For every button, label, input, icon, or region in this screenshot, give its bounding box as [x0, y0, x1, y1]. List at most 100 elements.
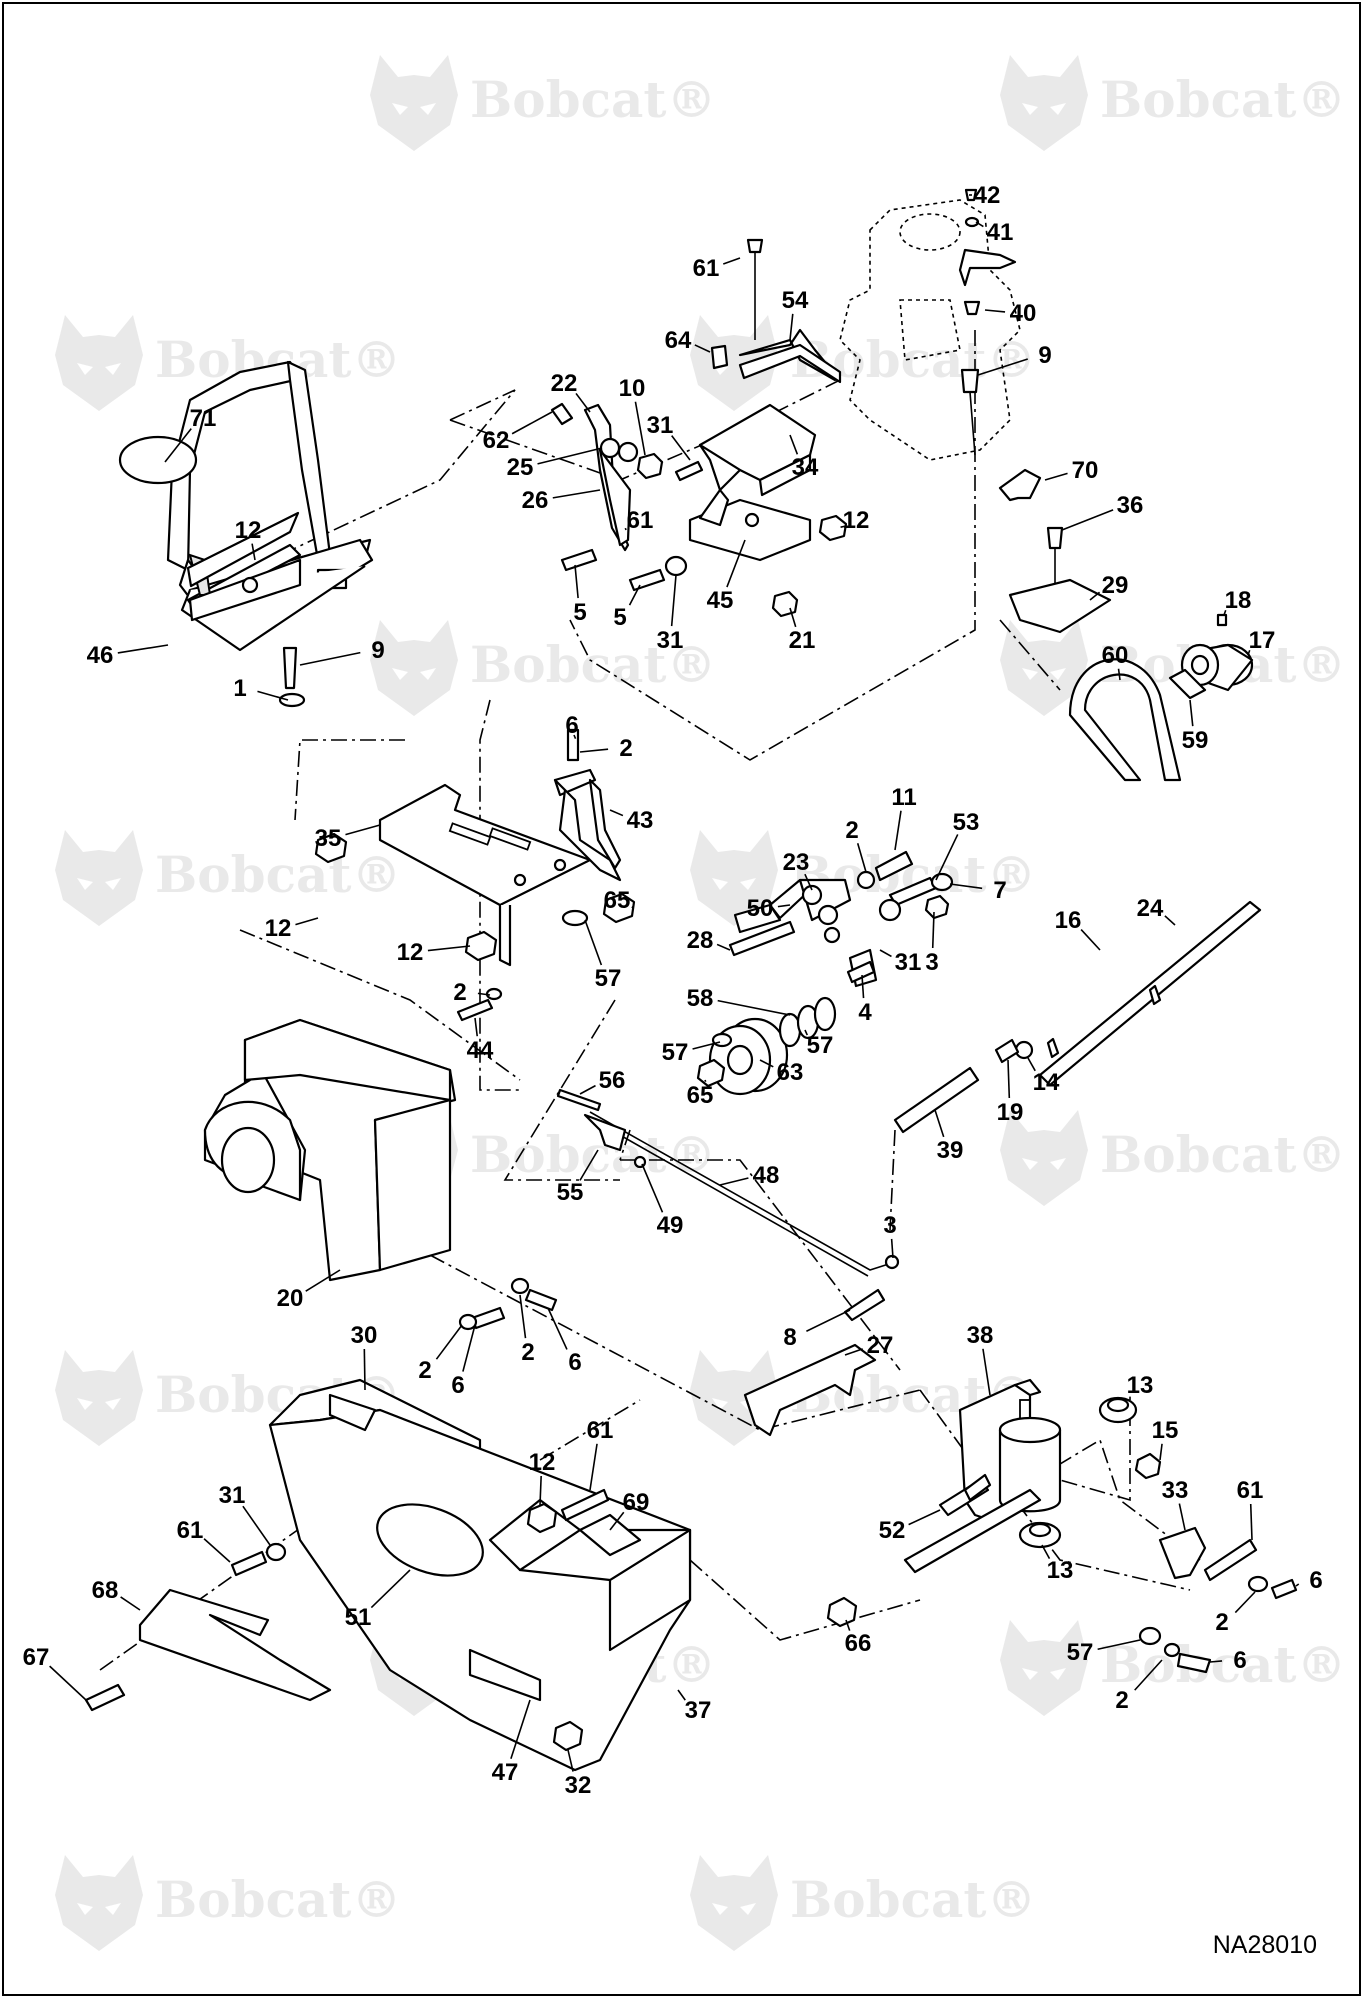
watermark-brand-text: Bobcat®	[470, 70, 717, 129]
callout-66: 66	[845, 1630, 872, 1657]
callout-71: 71	[190, 405, 217, 432]
washer-2-right	[510, 1277, 530, 1295]
washer-2-left	[458, 1313, 478, 1331]
bolt-9-top	[960, 368, 980, 394]
washer-2-a	[485, 987, 503, 1001]
callout-37: 37	[685, 1697, 712, 1724]
leader-line-15	[1159, 1443, 1163, 1461]
callout-28: 28	[687, 927, 714, 954]
callout-34: 34	[792, 454, 819, 481]
leader-line-12	[251, 543, 256, 561]
nut-65-b	[696, 1058, 726, 1088]
leader-line-16	[1080, 929, 1101, 951]
callout-58: 58	[687, 985, 714, 1012]
bolt-61-left	[230, 1550, 268, 1577]
nut-12-mid	[526, 1502, 558, 1534]
callout-8: 8	[783, 1324, 796, 1351]
leader-line-49	[641, 1163, 664, 1213]
bolt-44	[456, 998, 494, 1022]
watermark-logo: Bobcat®	[55, 830, 402, 926]
leader-line-31	[879, 949, 892, 958]
callout-39: 39	[937, 1137, 964, 1164]
callout-12: 12	[529, 1449, 556, 1476]
watermark-logo: Bobcat®	[1000, 55, 1347, 151]
callout-62: 62	[483, 427, 510, 454]
leader-line-12	[295, 917, 319, 926]
leader-line-12	[840, 525, 847, 528]
bracket-26	[583, 403, 632, 552]
bobcat-head-icon	[55, 1350, 143, 1446]
watermark-logo: Bobcat®	[370, 620, 717, 716]
callout-17: 17	[1249, 627, 1276, 654]
leader-line-48	[719, 1177, 749, 1186]
watermark-logo: Bobcat®	[370, 55, 717, 151]
bolt-28	[728, 920, 796, 957]
spacer-7b	[878, 898, 902, 922]
leader-line-65	[704, 1079, 707, 1083]
document-id: NA28010	[1212, 1931, 1317, 1959]
leader-line-27	[844, 1348, 863, 1356]
leader-line-58	[717, 999, 791, 1016]
callout-59: 59	[1182, 727, 1209, 754]
callout-63: 63	[777, 1059, 804, 1086]
leader-line-28	[716, 943, 731, 951]
leader-line-2	[1234, 1591, 1256, 1614]
leader-line-2	[519, 1294, 527, 1339]
watermark-logo: Bobcat®	[370, 1110, 717, 1206]
rod-48-b	[589, 1117, 869, 1277]
callout-61: 61	[1237, 1477, 1264, 1504]
watermark-logo: Bobcat®	[1000, 1110, 1347, 1206]
callout-13: 13	[1047, 1557, 1074, 1584]
callout-65: 65	[604, 887, 631, 914]
watermark-brand-text: Bobcat®	[790, 330, 1037, 389]
washer-57-c	[1138, 1626, 1162, 1646]
sleeve-39	[893, 1066, 980, 1134]
watermark-brand-text: Bobcat®	[155, 1870, 402, 1929]
callout-56: 56	[599, 1067, 626, 1094]
leader-line-40	[984, 309, 1006, 313]
spacer-7	[930, 872, 954, 892]
watermark-logo: Bobcat®	[1000, 1620, 1347, 1716]
spring-4	[846, 960, 876, 984]
leader-line-2	[477, 992, 491, 996]
nut-15	[1134, 1452, 1162, 1480]
leader-line-43	[609, 809, 624, 817]
panel-bolt	[241, 576, 259, 594]
callout-3: 3	[925, 949, 938, 976]
callout-61: 61	[587, 1417, 614, 1444]
nut-3-lower	[884, 1254, 900, 1270]
nut-40	[963, 300, 981, 316]
washer-58c	[813, 996, 837, 1032]
engine-ghost-outline	[839, 199, 1021, 461]
leader-line-1	[257, 690, 289, 701]
callout-23: 23	[783, 849, 810, 876]
callout-57: 57	[662, 1039, 689, 1066]
watermark-brand-text: Bobcat®	[1100, 70, 1347, 129]
leader-line-62	[511, 411, 553, 435]
leader-line-67	[49, 1665, 87, 1701]
callout-31: 31	[647, 412, 674, 439]
callout-31: 31	[657, 627, 684, 654]
leader-line-71	[164, 428, 192, 463]
leader-line-19	[1007, 1059, 1011, 1099]
leader-line-33	[1178, 1503, 1186, 1531]
leader-line-47	[510, 1699, 531, 1760]
leader-line-6	[1209, 1660, 1223, 1663]
callout-49: 49	[657, 1212, 684, 1239]
callout-5: 5	[573, 599, 586, 626]
leader-line-13	[1041, 1544, 1051, 1560]
callout-61: 61	[177, 1517, 204, 1544]
leader-line-12	[427, 945, 471, 952]
washer-58a	[778, 1012, 802, 1048]
washer-1	[278, 692, 306, 708]
leader-line-68	[120, 1596, 141, 1611]
callout-65: 65	[687, 1082, 714, 1109]
leader-line-21	[789, 607, 797, 628]
leader-line-24	[1164, 915, 1176, 926]
callout-44: 44	[467, 1037, 494, 1064]
nut-12-a	[314, 832, 348, 864]
leader-line-55	[579, 1149, 599, 1181]
bolt-6-right-a	[1270, 1578, 1298, 1600]
leader-line-17	[1247, 649, 1251, 656]
